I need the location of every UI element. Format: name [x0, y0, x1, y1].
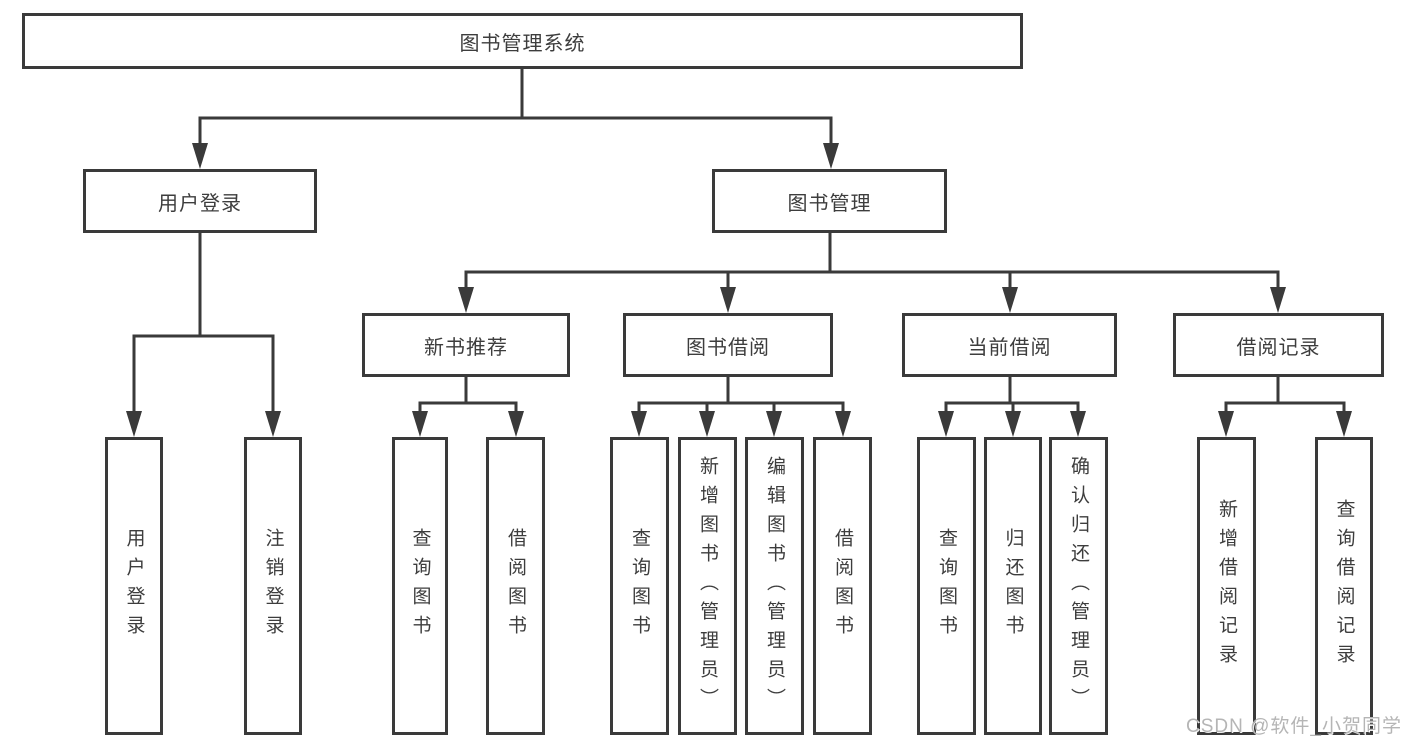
leaf-borrow-books-borrowing: 借阅图书	[813, 437, 872, 735]
node-borrowing-records: 借阅记录	[1173, 313, 1384, 377]
node-library-system-label: 图书管理系统	[459, 32, 586, 55]
csdn-watermark: CSDN @软件_小贺同学	[1186, 716, 1402, 737]
node-book-management: 图书管理	[712, 169, 947, 233]
leaf-query-books-borrowing-label: 查询图书	[629, 528, 650, 644]
leaf-user-login-label: 用户登录	[123, 528, 145, 644]
node-new-book-recommend-label: 新书推荐	[424, 336, 508, 359]
node-borrowing-records-label: 借阅记录	[1236, 336, 1321, 359]
node-user-login-label: 用户登录	[158, 192, 242, 215]
leaf-borrow-books-recommend-label: 借阅图书	[505, 528, 526, 644]
leaf-add-book-admin-label: 新增图书（管理员）	[697, 455, 718, 717]
leaf-confirm-return-admin: 确认归还（管理员）	[1049, 437, 1108, 735]
leaf-add-borrow-record-label: 新增借阅记录	[1216, 499, 1237, 673]
node-library-system: 图书管理系统	[22, 13, 1023, 69]
leaf-query-books-current-label: 查询图书	[936, 528, 957, 644]
leaf-confirm-return-admin-label: 确认归还（管理员）	[1068, 455, 1089, 717]
leaf-query-borrow-record-label: 查询借阅记录	[1333, 499, 1355, 673]
leaf-borrow-books-borrowing-label: 借阅图书	[832, 528, 853, 644]
leaf-query-books-borrowing: 查询图书	[610, 437, 669, 735]
node-new-book-recommend: 新书推荐	[362, 313, 570, 377]
node-user-login: 用户登录	[83, 169, 317, 233]
leaf-edit-book-admin: 编辑图书（管理员）	[745, 437, 804, 735]
leaf-edit-book-admin-label: 编辑图书（管理员）	[764, 455, 785, 717]
leaf-query-books-current: 查询图书	[917, 437, 976, 735]
node-book-management-label: 图书管理	[787, 192, 872, 215]
leaf-user-login: 用户登录	[105, 437, 163, 735]
node-book-borrowing-label: 图书借阅	[686, 336, 770, 359]
leaf-return-book: 归还图书	[984, 437, 1042, 735]
node-current-borrowing: 当前借阅	[902, 313, 1117, 377]
leaf-return-book-label: 归还图书	[1002, 528, 1024, 644]
node-book-borrowing: 图书借阅	[623, 313, 833, 377]
node-current-borrowing-label: 当前借阅	[967, 336, 1052, 359]
leaf-add-borrow-record: 新增借阅记录	[1197, 437, 1256, 735]
leaf-logout-label: 注销登录	[262, 528, 284, 644]
leaf-logout: 注销登录	[244, 437, 302, 735]
leaf-add-book-admin: 新增图书（管理员）	[678, 437, 737, 735]
leaf-borrow-books-recommend: 借阅图书	[486, 437, 545, 735]
leaf-query-books-recommend-label: 查询图书	[409, 528, 431, 644]
leaf-query-borrow-record: 查询借阅记录	[1315, 437, 1373, 735]
leaf-query-books-recommend: 查询图书	[392, 437, 448, 735]
